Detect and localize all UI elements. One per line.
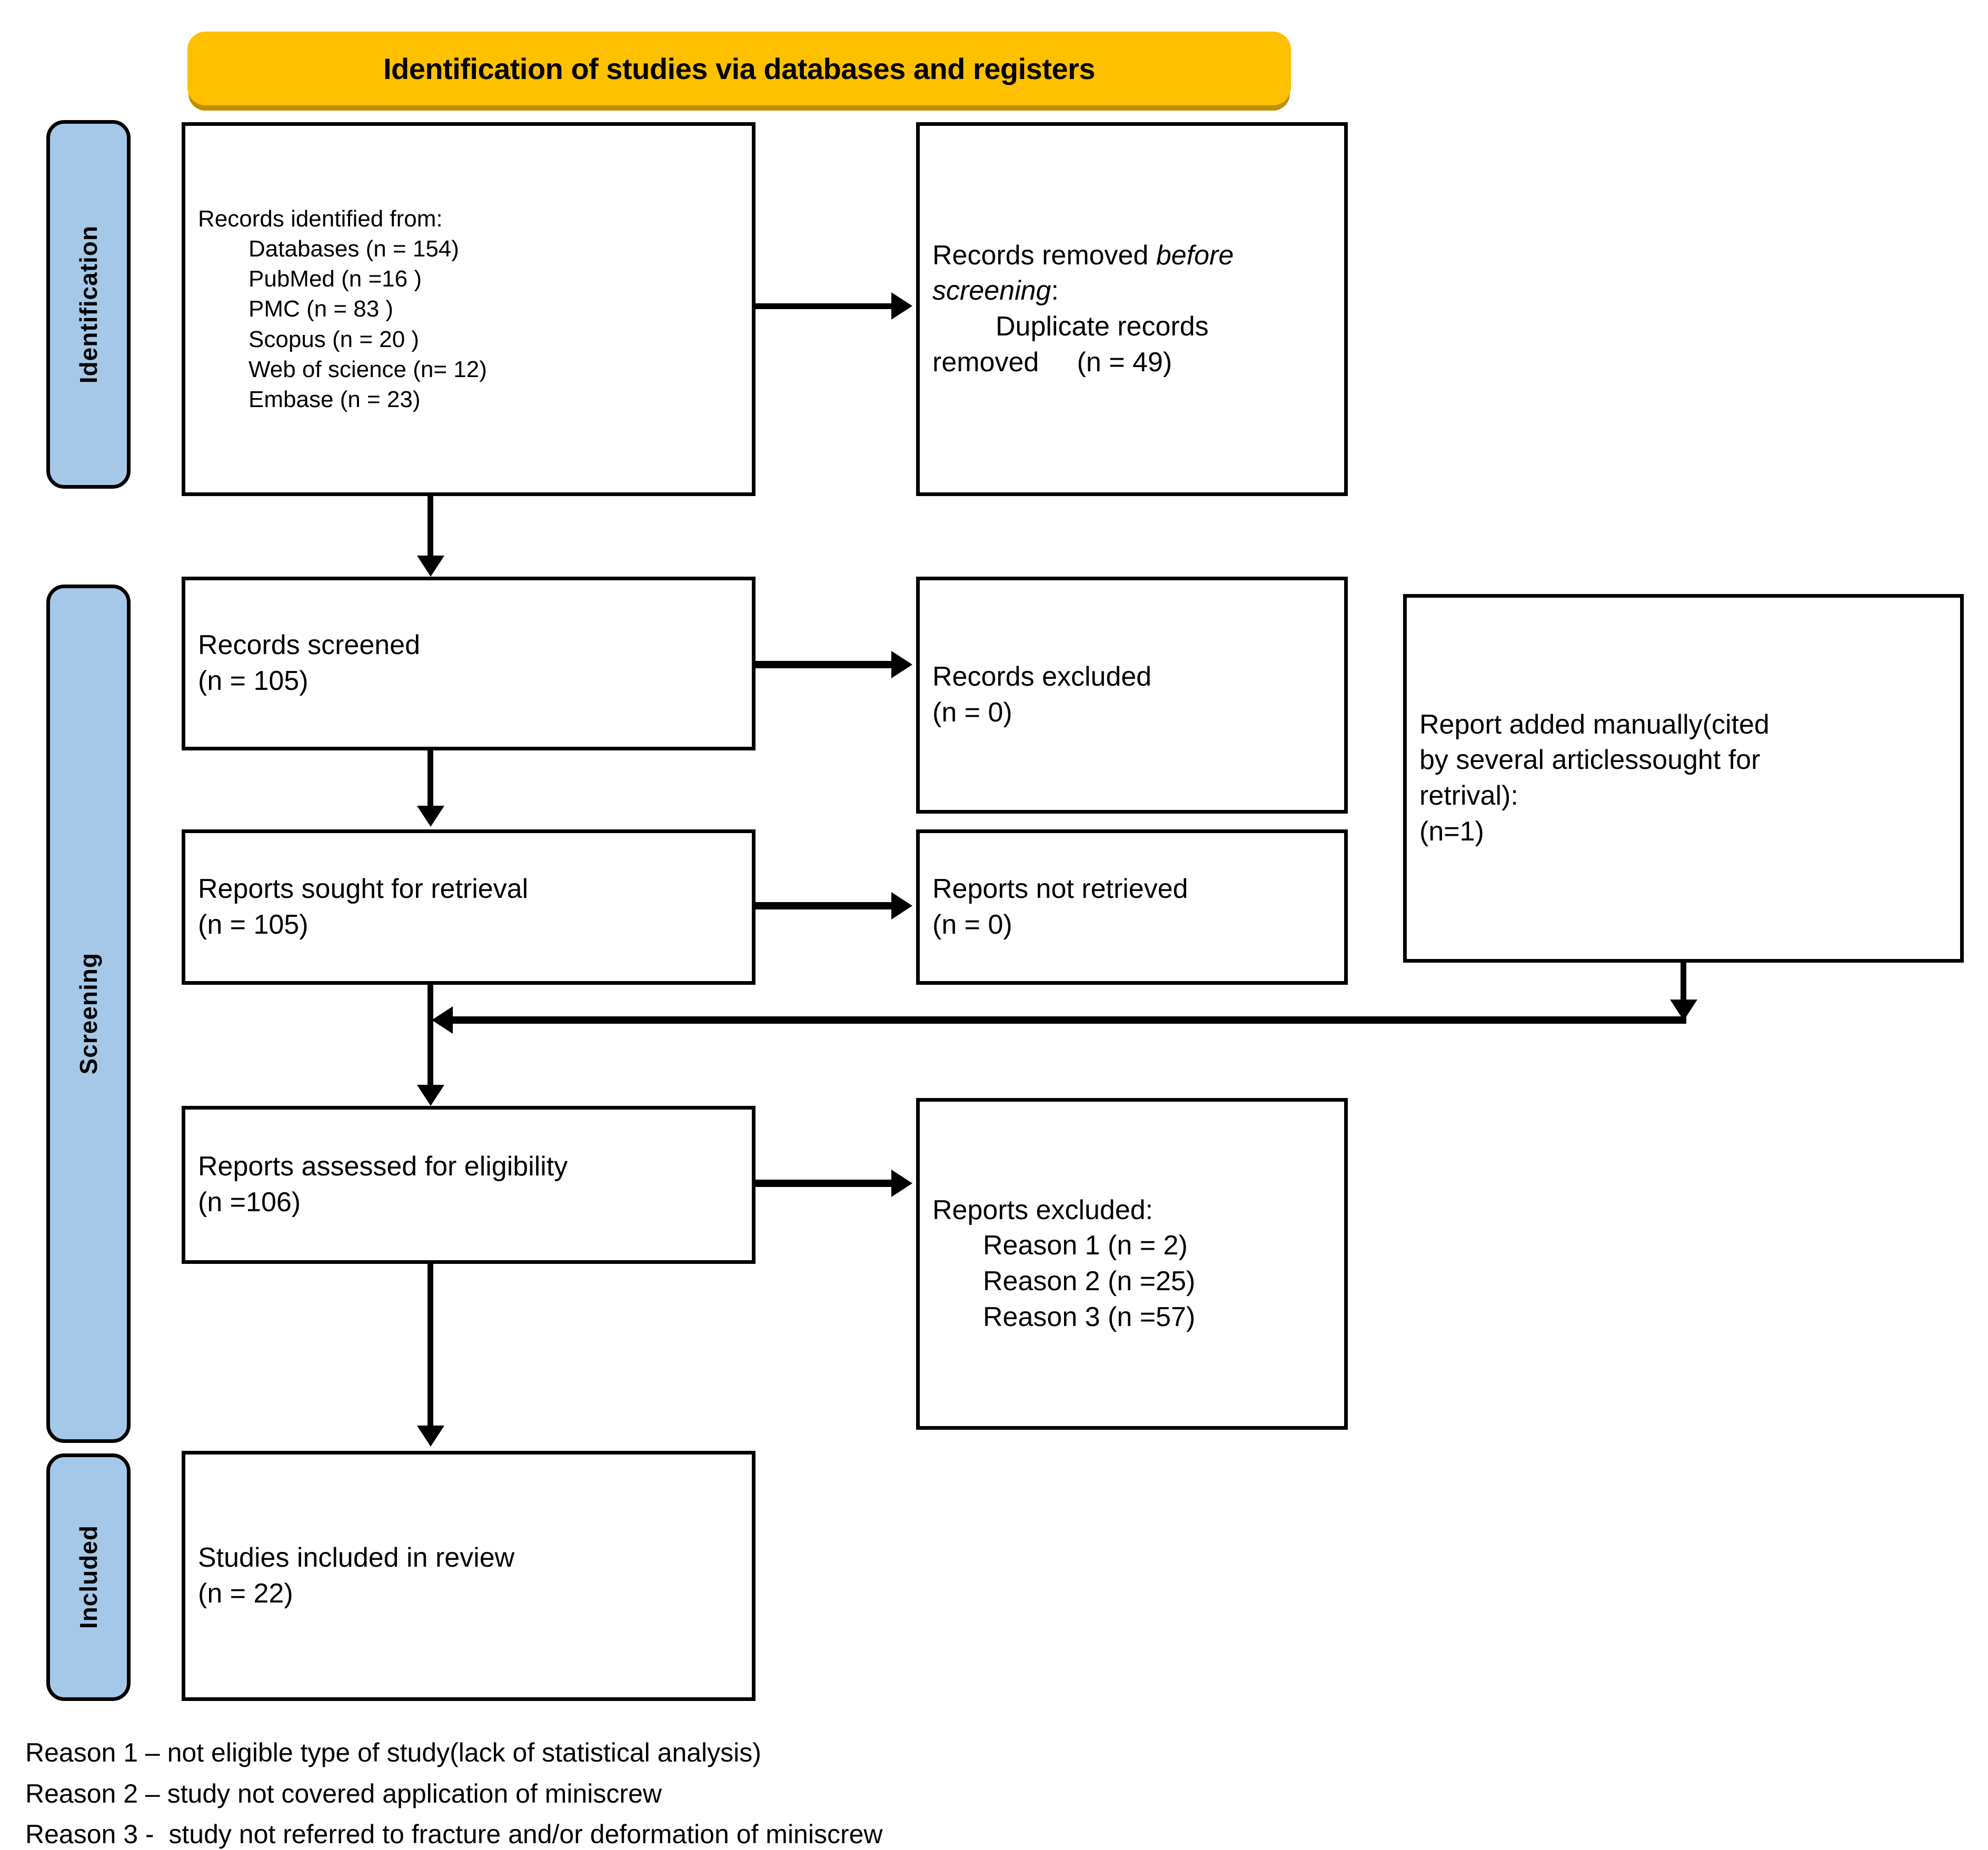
connector-assessed-to-included: [428, 1264, 433, 1430]
records-identified-line-4: Scopus (n = 20 ): [248, 326, 420, 352]
records-identified-line-1: Databases (n = 154): [248, 236, 459, 262]
box-reports-not-retrieved: Reports not retrieved (n = 0): [916, 829, 1348, 985]
arrowhead-sought-to-assessed: [417, 1085, 444, 1106]
stage-included: Included: [46, 1453, 131, 1701]
records-removed-colon: :: [1051, 275, 1059, 306]
reports-not-retrieved-line-1: (n = 0): [932, 909, 1012, 940]
records-identified-line-3: PMC (n = 83 ): [248, 296, 394, 322]
reports-sought-line-0: Reports sought for retrieval: [198, 873, 529, 904]
connector-sought-to-not-retrieved: [756, 902, 891, 909]
stage-included-label: Included: [75, 1525, 102, 1629]
connector-sought-to-assessed: [428, 985, 433, 1090]
box-records-excluded: Records excluded (n = 0): [916, 577, 1348, 814]
box-records-screened: Records screened (n = 105): [182, 577, 756, 750]
records-removed-text-italic: before: [1156, 240, 1234, 271]
report-added-line-1: by several articlessought for: [1419, 745, 1761, 776]
arrowhead-assessed-to-excluded: [891, 1170, 912, 1197]
report-added-line-3: (n=1): [1419, 816, 1484, 847]
records-removed-text-normal: Records removed: [932, 240, 1156, 271]
header-title: Identification of studies via databases …: [383, 52, 1096, 85]
footnote-reason-1: Reason 1 – not eligible type of study(la…: [25, 1738, 761, 1767]
connector-screened-to-excluded: [756, 661, 891, 668]
connector-assessed-to-excluded: [756, 1180, 891, 1187]
records-removed-line-1: Records removed before: [932, 238, 1331, 274]
connector-screened-to-sought: [428, 750, 433, 808]
arrowhead-screened-to-excluded: [891, 651, 912, 678]
report-added-line-2: retrival):: [1419, 780, 1518, 811]
reports-excluded-reason-2: Reason 3 (n =57): [983, 1301, 1196, 1332]
report-added-line-0: Report added manually(cited: [1419, 709, 1770, 740]
reports-excluded-heading: Reports excluded:: [932, 1194, 1154, 1225]
records-identified-line-5: Web of science (n= 12): [248, 356, 487, 382]
arrowhead-identified-to-screened: [417, 556, 444, 577]
arrowhead-identified-to-removed: [891, 292, 912, 320]
footnote-reason-3: Reason 3 - study not referred to fractur…: [25, 1819, 883, 1849]
records-excluded-line-1: (n = 0): [932, 697, 1012, 728]
records-identified-line-0: Records identified from:: [198, 205, 443, 232]
stage-screening: Screening: [46, 585, 131, 1443]
box-records-identified: Records identified from: Databases (n = …: [182, 122, 756, 496]
records-removed-line-4: removed (n = 49): [932, 347, 1172, 378]
records-removed-line-2: screening:: [932, 273, 1331, 309]
connector-identified-to-screened: [428, 496, 433, 558]
studies-included-line-1: (n = 22): [198, 1578, 293, 1609]
records-excluded-line-0: Records excluded: [932, 661, 1152, 692]
records-identified-line-2: PubMed (n =16 ): [248, 266, 422, 292]
arrowhead-screened-to-sought: [417, 806, 444, 827]
records-screened-line-0: Records screened: [198, 630, 420, 661]
box-reports-excluded: Reports excluded: Reason 1 (n = 2) Reaso…: [916, 1098, 1348, 1430]
records-screened-line-1: (n = 105): [198, 666, 309, 696]
reports-sought-line-1: (n = 105): [198, 909, 309, 940]
box-reports-assessed: Reports assessed for eligibility (n =106…: [182, 1106, 756, 1264]
reports-excluded-reason-0: Reason 1 (n = 2): [983, 1230, 1188, 1261]
connector-manual-report-down: [1681, 963, 1686, 1002]
arrowhead-manual-report-to-main: [432, 1006, 453, 1034]
connector-identified-to-removed: [756, 303, 891, 309]
records-removed-line-3: Duplicate records: [996, 311, 1209, 342]
stage-identification: Identification: [46, 120, 131, 489]
arrowhead-sought-to-not-retrieved: [891, 892, 912, 919]
box-report-added-manually: Report added manually(cited by several a…: [1403, 594, 1964, 963]
reports-assessed-line-1: (n =106): [198, 1187, 301, 1218]
box-studies-included: Studies included in review (n = 22): [182, 1451, 756, 1701]
footnotes: Reason 1 – not eligible type of study(la…: [25, 1733, 1921, 1850]
arrowhead-assessed-to-included: [417, 1426, 444, 1447]
reports-excluded-reason-1: Reason 2 (n =25): [983, 1266, 1196, 1297]
records-identified-line-6: Embase (n = 23): [248, 386, 421, 412]
box-records-removed: Records removed before screening: Duplic…: [916, 122, 1348, 496]
header-banner: Identification of studies via databases …: [187, 32, 1291, 105]
connector-manual-report-to-main: [453, 1016, 1686, 1024]
stage-screening-label: Screening: [75, 953, 102, 1075]
reports-not-retrieved-line-0: Reports not retrieved: [932, 873, 1188, 904]
records-removed-screening-italic: screening: [932, 275, 1051, 306]
studies-included-line-0: Studies included in review: [198, 1542, 515, 1573]
reports-assessed-line-0: Reports assessed for eligibility: [198, 1151, 568, 1182]
footnote-reason-2: Reason 2 – study not covered application…: [25, 1778, 662, 1808]
box-reports-sought: Reports sought for retrieval (n = 105): [182, 829, 756, 985]
stage-identification-label: Identification: [75, 225, 102, 384]
